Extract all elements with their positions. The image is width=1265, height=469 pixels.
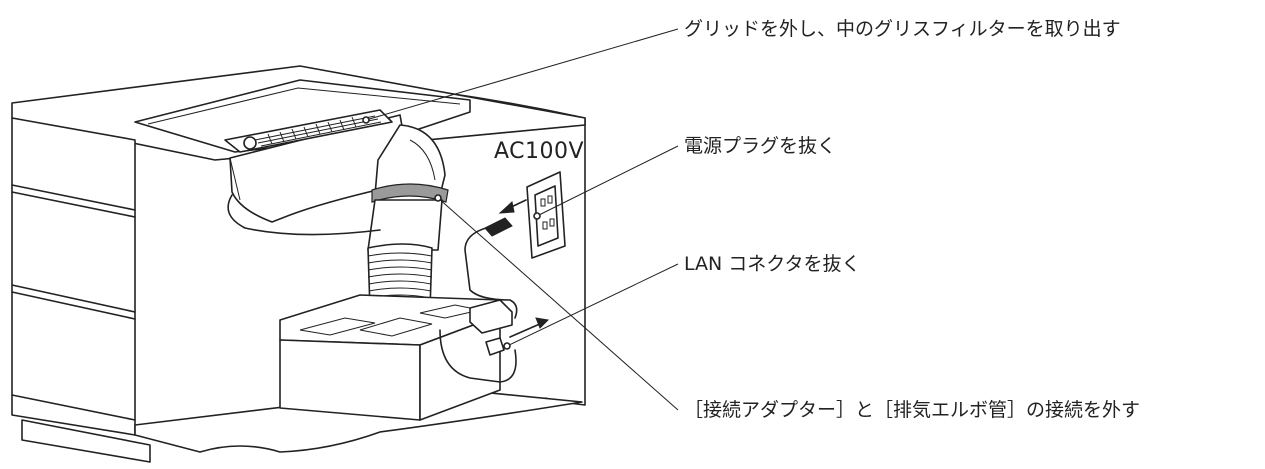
power-plug — [484, 217, 513, 237]
base-unit-front — [279, 339, 421, 421]
power-cord-2 — [464, 224, 518, 319]
grid-screw — [243, 136, 257, 150]
grid-slats — [254, 115, 382, 147]
grid-ribs — [267, 116, 357, 145]
callout-lan: LAN コネクタを抜く — [684, 253, 861, 275]
lan-pull-arrow — [509, 322, 543, 338]
leader-adapter — [437, 197, 679, 411]
lan-cable — [439, 329, 517, 383]
leader-grid — [365, 28, 679, 121]
drawer-line-4 — [11, 291, 136, 320]
leader-lan — [506, 263, 679, 347]
callout-power: 電源プラグを抜く — [684, 135, 837, 157]
drawer-cabinet — [11, 117, 136, 436]
callout-adapter: ［接続アダプター］と［排気エルボ管］の接続を外す — [684, 399, 1141, 421]
drawer-line-3 — [11, 284, 136, 313]
power-cord — [227, 194, 381, 236]
floor-plate — [134, 387, 583, 453]
elbow-band — [371, 183, 449, 203]
callout-grid: グリッドを外し、中のグリスフィルターを取り出す — [684, 18, 1121, 40]
lan-connector — [485, 337, 505, 356]
leader-power — [536, 145, 679, 217]
drawer-line-1 — [11, 184, 136, 211]
outlet-sockets — [540, 195, 555, 230]
drawer-line-5 — [11, 394, 136, 421]
drawer-line-2 — [11, 191, 136, 218]
outlet-voltage-label: AC100V — [494, 139, 585, 164]
vertical-duct — [367, 199, 443, 251]
